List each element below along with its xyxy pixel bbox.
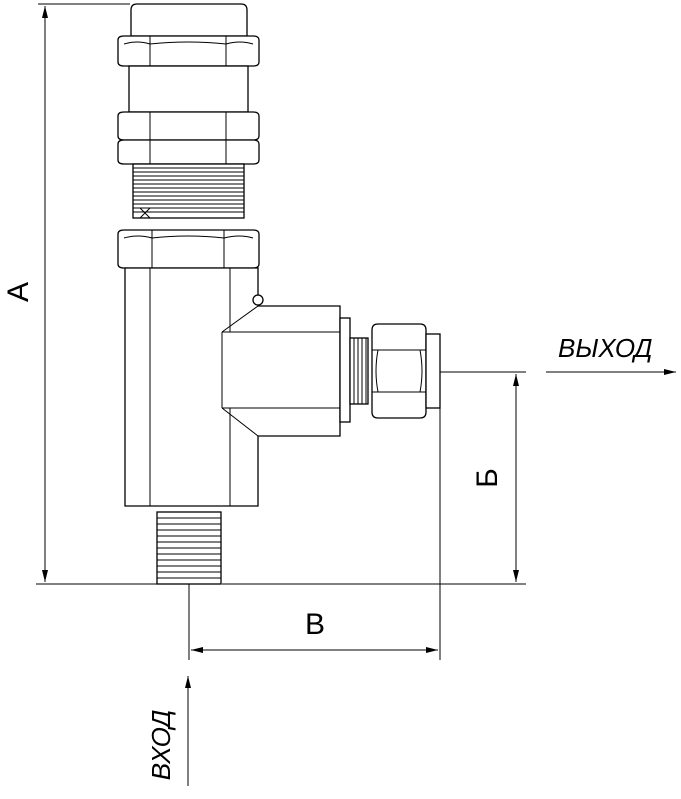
bonnet-body <box>128 65 249 113</box>
valve-cap <box>130 3 248 37</box>
outlet-hex-nut <box>371 323 427 419</box>
dimension-v-label: В <box>305 608 325 641</box>
inlet-label: ВХОД <box>146 710 176 781</box>
upper-hex-nut <box>117 35 260 67</box>
outlet-connector <box>425 333 441 409</box>
outlet-label: ВЫХОД <box>558 333 652 363</box>
dimension-a <box>36 3 158 585</box>
lower-hex-nut <box>117 229 260 269</box>
dimension-b <box>222 371 526 585</box>
dimension-v <box>188 408 441 660</box>
stem-thread <box>132 163 245 219</box>
dimension-b-label: Б <box>471 468 504 488</box>
outlet-nipple <box>339 317 369 423</box>
middle-hex-nut <box>117 111 260 165</box>
valve-body <box>124 267 341 507</box>
dimension-a-label: А <box>2 282 35 302</box>
inlet-thread <box>156 511 222 585</box>
